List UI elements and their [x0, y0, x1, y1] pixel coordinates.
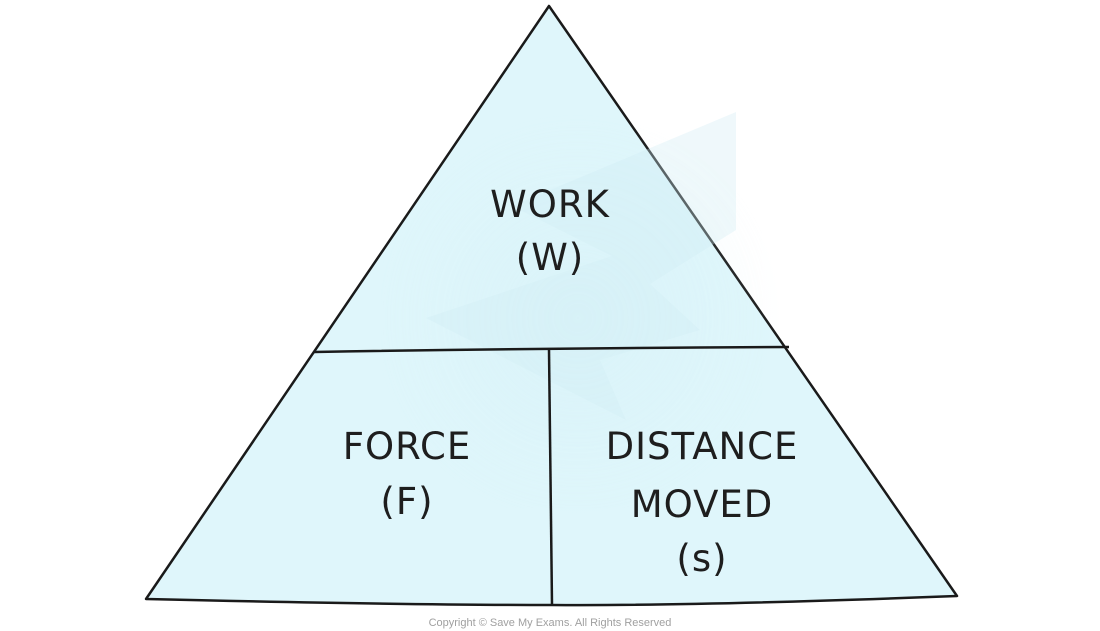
distance-label-line1: DISTANCE — [606, 425, 799, 468]
horizontal-divider — [313, 345, 790, 354]
copyright-text: Copyright © Save My Exams. All Rights Re… — [429, 617, 672, 629]
distance-symbol: (s) — [676, 537, 727, 580]
vertical-divider — [547, 349, 554, 606]
force-label: FORCE — [343, 425, 471, 468]
work-label: WORK — [490, 183, 610, 226]
distance-label-line2: MOVED — [631, 483, 774, 526]
work-symbol: (W) — [516, 236, 584, 279]
force-symbol: (F) — [380, 480, 433, 523]
watermark-logo — [373, 112, 783, 523]
